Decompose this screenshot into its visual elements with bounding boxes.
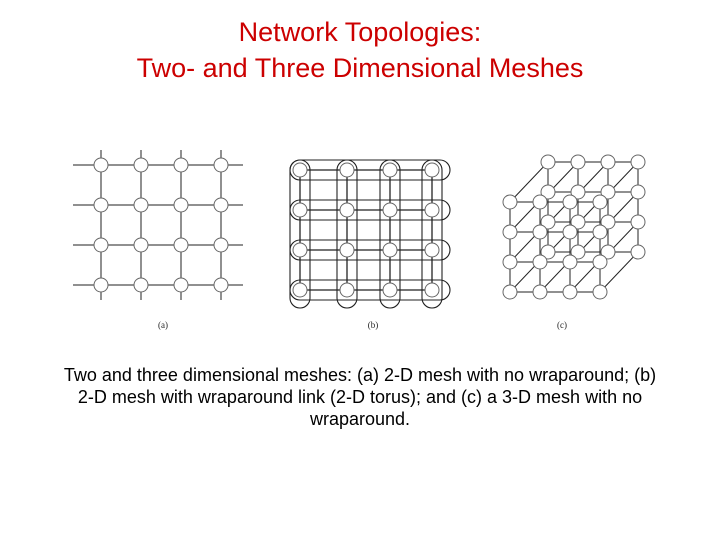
- slide-title-line-2: Two- and Three Dimensional Meshes: [136, 53, 584, 83]
- torus-node: [292, 282, 308, 298]
- mesh3d-node: [630, 184, 646, 200]
- torus-column-wrap: [336, 159, 358, 309]
- mesh3d-node: [540, 154, 556, 170]
- mesh3d-node: [600, 214, 616, 230]
- mesh-topology-figure: (a) (b) (c): [73, 150, 646, 330]
- torus-node: [382, 162, 398, 178]
- panel-a-2d-mesh: [73, 150, 243, 300]
- mesh-node: [93, 157, 109, 173]
- torus-node: [424, 202, 440, 218]
- mesh3d-node: [540, 214, 556, 230]
- mesh-node: [213, 157, 229, 173]
- torus-node: [382, 282, 398, 298]
- torus-node: [339, 162, 355, 178]
- mesh-node: [133, 197, 149, 213]
- mesh3d-node: [592, 254, 608, 270]
- mesh3d-node: [540, 184, 556, 200]
- mesh-node: [173, 237, 189, 253]
- mesh3d-node: [502, 224, 518, 240]
- mesh3d-node: [532, 224, 548, 240]
- mesh3d-node: [592, 224, 608, 240]
- torus-node: [292, 242, 308, 258]
- mesh3d-node: [570, 184, 586, 200]
- torus-node: [292, 162, 308, 178]
- mesh-node: [213, 197, 229, 213]
- mesh-node: [133, 157, 149, 173]
- torus-node: [339, 282, 355, 298]
- mesh-node: [93, 197, 109, 213]
- mesh3d-node: [532, 284, 548, 300]
- torus-row-wrap: [289, 239, 451, 261]
- mesh3d-node: [562, 224, 578, 240]
- mesh3d-node: [630, 244, 646, 260]
- mesh3d-node: [532, 254, 548, 270]
- mesh3d-node: [502, 284, 518, 300]
- mesh3d-link: [509, 161, 549, 203]
- mesh3d-node: [502, 194, 518, 210]
- panel-c-3d-mesh: [502, 154, 646, 300]
- mesh3d-node: [630, 154, 646, 170]
- mesh3d-node: [600, 154, 616, 170]
- slide-title: Network Topologies: Two- and Three Dimen…: [0, 14, 720, 86]
- mesh-node: [133, 237, 149, 253]
- mesh-node: [173, 197, 189, 213]
- torus-node: [339, 202, 355, 218]
- torus-node: [292, 202, 308, 218]
- panel-a-label: (a): [158, 320, 168, 330]
- mesh-node: [133, 277, 149, 293]
- mesh3d-node: [502, 254, 518, 270]
- panel-b-label: (b): [368, 320, 379, 330]
- panel-b-2d-torus: [289, 159, 451, 309]
- mesh3d-node: [600, 244, 616, 260]
- torus-column-wrap: [289, 159, 311, 309]
- mesh3d-node: [570, 214, 586, 230]
- torus-row-wrap: [289, 279, 451, 301]
- mesh3d-node: [570, 244, 586, 260]
- mesh-node: [93, 277, 109, 293]
- mesh3d-node: [570, 154, 586, 170]
- torus-node: [424, 282, 440, 298]
- torus-node: [339, 242, 355, 258]
- mesh-node: [213, 277, 229, 293]
- mesh3d-node: [630, 214, 646, 230]
- torus-column-wrap: [379, 159, 401, 309]
- mesh3d-node: [562, 254, 578, 270]
- panel-c-label: (c): [557, 320, 567, 330]
- mesh3d-node: [562, 284, 578, 300]
- mesh3d-node: [592, 284, 608, 300]
- torus-column-wrap: [421, 159, 443, 309]
- mesh3d-node: [532, 194, 548, 210]
- torus-row-wrap: [289, 199, 451, 221]
- torus-node: [382, 242, 398, 258]
- slide-title-line-1: Network Topologies:: [238, 17, 482, 47]
- mesh-node: [173, 277, 189, 293]
- mesh-node: [213, 237, 229, 253]
- torus-node: [424, 242, 440, 258]
- mesh3d-link: [599, 251, 639, 293]
- figure-caption: Two and three dimensional meshes: (a) 2-…: [63, 365, 657, 429]
- mesh3d-node: [562, 194, 578, 210]
- mesh-node: [173, 157, 189, 173]
- mesh3d-node: [540, 244, 556, 260]
- mesh3d-node: [600, 184, 616, 200]
- torus-node: [382, 202, 398, 218]
- mesh3d-node: [592, 194, 608, 210]
- torus-node: [424, 162, 440, 178]
- mesh-node: [93, 237, 109, 253]
